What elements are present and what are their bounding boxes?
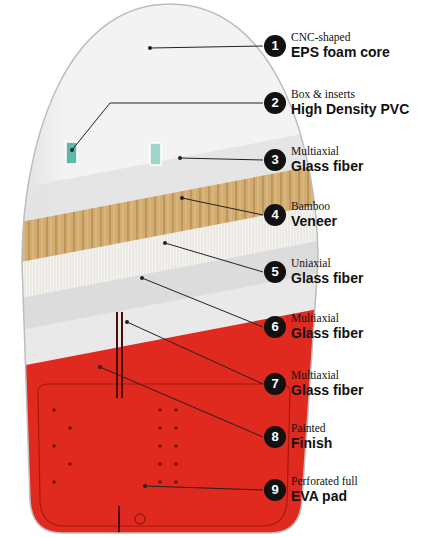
leader-dots [70,46,184,488]
glass-layer-6 [0,220,428,537]
part-name: Veneer [291,213,337,229]
callout-number: 3 [264,149,286,171]
glass-layer-7 [0,252,428,537]
part-name: EPS foam core [291,44,390,60]
part-note: Painted [291,422,326,435]
part-note: CNC-shaped [291,31,350,44]
part-note: Multiaxial [291,312,339,325]
callout-number: 9 [264,479,286,501]
part-name: Finish [291,435,332,451]
part-name: Glass fiber [291,158,363,174]
callout-number: 7 [264,373,286,395]
callout-number: 1 [264,35,286,57]
part-note: Perforated full [291,475,358,488]
part-name: Glass fiber [291,382,363,398]
part-name: Glass fiber [291,325,363,341]
callout-number: 4 [264,204,286,226]
part-note: Uniaxial [291,257,331,270]
part-name: High Density PVC [291,101,409,117]
insert-box [150,143,161,165]
part-note: Multiaxial [291,145,339,158]
eva-pad [38,384,290,526]
part-note: Multiaxial [291,369,339,382]
callout-number: 2 [264,92,286,114]
logo-mark [135,514,145,524]
part-note: Bamboo [291,200,330,213]
callout-number: 6 [264,316,286,338]
callout-number: 5 [264,261,286,283]
glass-layer-3 [0,110,428,537]
glass-layer-5 [0,184,428,537]
board-outline [22,4,318,533]
part-name: Glass fiber [291,270,363,286]
bamboo-veneer [0,144,428,537]
leader-lines [72,46,263,490]
part-name: EVA pad [291,488,347,504]
pad-stripe [118,506,120,533]
part-note: Box & inserts [291,88,355,101]
pad-stripe [121,312,123,398]
pad-holes [52,408,178,484]
callout-number: 8 [264,426,286,448]
pad-stripe [116,312,118,398]
painted-finish [0,288,428,537]
